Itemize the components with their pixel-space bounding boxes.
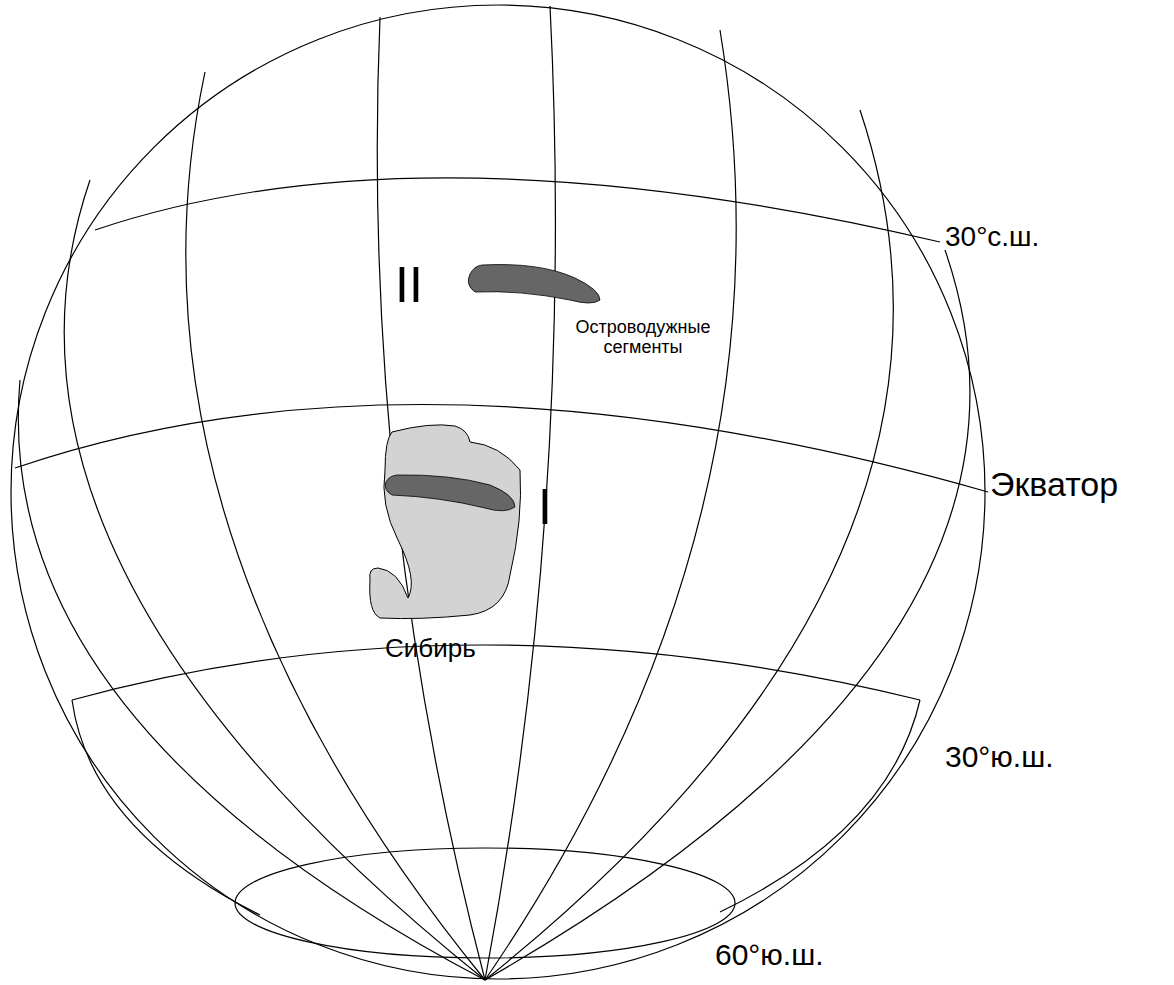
parallel bbox=[95, 178, 940, 242]
latitude-label: Экватор bbox=[990, 466, 1118, 503]
latitude-label: 30°с.ш. bbox=[945, 222, 1039, 253]
siberia-continent bbox=[370, 425, 521, 619]
globe-outline bbox=[11, 5, 985, 979]
parallel bbox=[72, 700, 260, 915]
parallel bbox=[720, 700, 920, 912]
latitude-label: 30°ю.ш. bbox=[945, 740, 1054, 773]
parallel bbox=[72, 645, 920, 700]
island-arc-segment bbox=[468, 265, 600, 303]
callout-number: I bbox=[538, 480, 552, 535]
latitude-label: 60°ю.ш. bbox=[715, 938, 824, 971]
region-label: Сибирь bbox=[385, 634, 476, 663]
meridian bbox=[485, 30, 736, 980]
island-arc-segment bbox=[385, 475, 515, 511]
region-label: Островодужные сегменты bbox=[568, 318, 718, 358]
callout-number: II bbox=[395, 258, 423, 313]
meridian bbox=[485, 250, 970, 980]
parallel bbox=[235, 848, 735, 958]
